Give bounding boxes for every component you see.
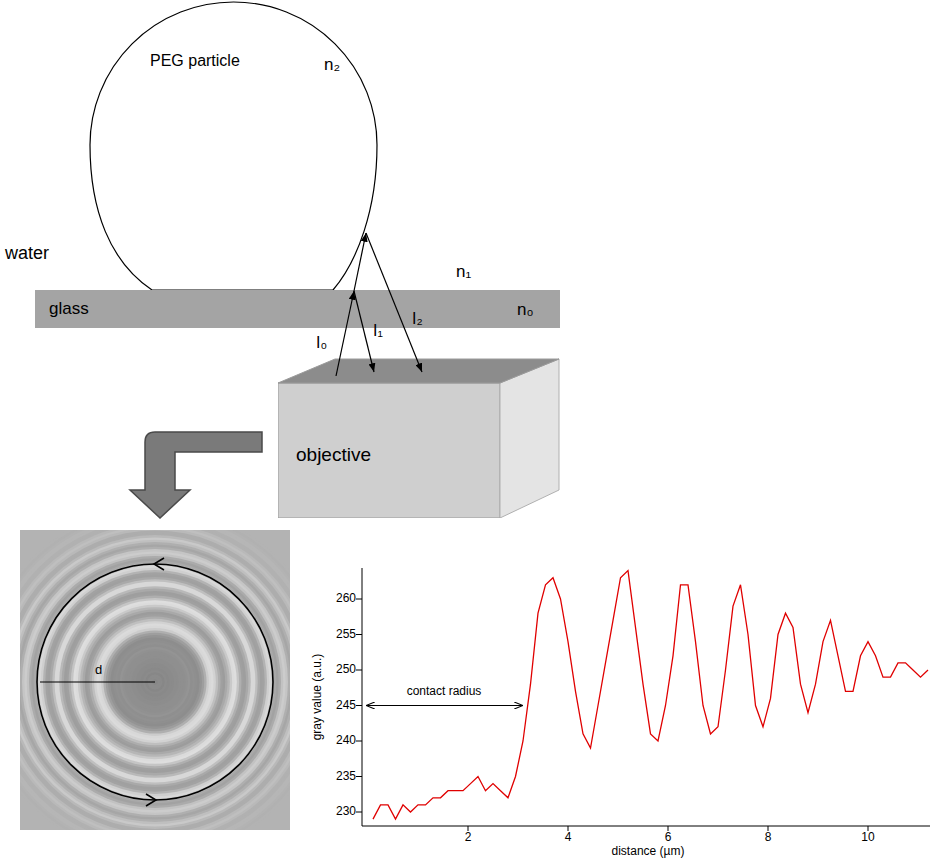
ring-band (41, 568, 270, 797)
medium-name: water (5, 243, 49, 264)
tick-mark (356, 670, 362, 671)
ring-band (27, 554, 284, 811)
ring-band (20, 530, 290, 830)
interference-image (20, 530, 290, 830)
dimension-arrow (366, 705, 523, 706)
ring-band (20, 544, 290, 819)
ring-band (29, 556, 281, 808)
ring-band (20, 530, 290, 830)
dimension-label: contact radius (407, 685, 482, 699)
direction-chevron (146, 794, 156, 806)
tick-label: 260 (336, 592, 356, 606)
ring-band (34, 561, 277, 804)
ring-band (20, 530, 290, 830)
component-name: objective (296, 444, 371, 466)
tick-mark (356, 776, 362, 777)
ring-band (20, 530, 290, 830)
ring-band (20, 530, 290, 830)
tick-label: 6 (665, 831, 672, 845)
data-series (373, 571, 928, 820)
intensity-label: I₀ (316, 334, 327, 352)
dimension-label: d (95, 663, 102, 678)
tick-label: 235 (336, 770, 356, 784)
ring-band (36, 563, 274, 801)
ring-band (20, 530, 290, 830)
ring-band (24, 551, 285, 812)
tick-mark (356, 812, 362, 813)
shape-outline (278, 358, 560, 518)
tick-label: 8 (765, 831, 772, 845)
ring-band (20, 540, 290, 825)
incident-ray (336, 291, 354, 376)
ring-band (20, 542, 290, 822)
tick-label: 245 (336, 699, 356, 713)
tick-mark (356, 705, 362, 706)
tick-label: 250 (336, 663, 356, 677)
refractive-index: n₀ (517, 300, 534, 320)
tick-label: 4 (565, 831, 572, 845)
reflected-ray (366, 233, 422, 372)
integration-circle (37, 564, 273, 800)
axis-title: distance (µm) (612, 845, 685, 859)
ring-band (20, 530, 290, 830)
transmitted-ray (354, 233, 366, 291)
ring-band (20, 530, 290, 830)
ring-band (20, 530, 290, 830)
intensity-label: I₂ (412, 310, 423, 328)
ring-band (38, 565, 271, 798)
shape-outline (35, 290, 560, 328)
ring-band (31, 558, 278, 805)
material-name: glass (49, 299, 89, 319)
tick-mark (356, 741, 362, 742)
shape-outline (88, 0, 380, 292)
glass-band (35, 290, 560, 328)
x-axis (362, 826, 930, 827)
tick-label: 255 (336, 628, 356, 642)
y-axis (362, 568, 363, 826)
glass-slide: glass n₀ (35, 290, 560, 328)
objective-front (278, 383, 500, 518)
ring-band (22, 549, 288, 815)
tick-label: 2 (465, 831, 472, 845)
objective-box: objective (278, 358, 560, 518)
tick-label: 10 (861, 831, 874, 845)
tick-label: 240 (336, 734, 356, 748)
ring-band (20, 535, 290, 829)
particle-outline: PEG particle n₂ (88, 0, 380, 292)
process-arrow (130, 432, 262, 518)
direction-chevron (154, 558, 164, 570)
tick-label: 230 (336, 805, 356, 819)
intensity-label: I₁ (373, 322, 383, 340)
interference-rings (20, 530, 290, 830)
axis-title: gray value (a.u.) (311, 654, 325, 741)
refractive-index: n₂ (324, 55, 340, 75)
ring-band (20, 530, 290, 830)
particle-shape (90, 2, 377, 290)
ring-band (20, 537, 290, 826)
ring-band (20, 547, 290, 818)
particle-name: PEG particle (150, 52, 240, 70)
tick-mark (356, 599, 362, 600)
objective-top (278, 359, 559, 383)
profile-chart (356, 568, 930, 831)
tick-mark (356, 634, 362, 635)
ring-band (20, 533, 290, 830)
reflected-ray (354, 291, 374, 372)
refractive-index: n₁ (456, 262, 471, 282)
ring-band (20, 530, 290, 830)
radius-line (40, 682, 155, 683)
objective-side (500, 359, 559, 518)
